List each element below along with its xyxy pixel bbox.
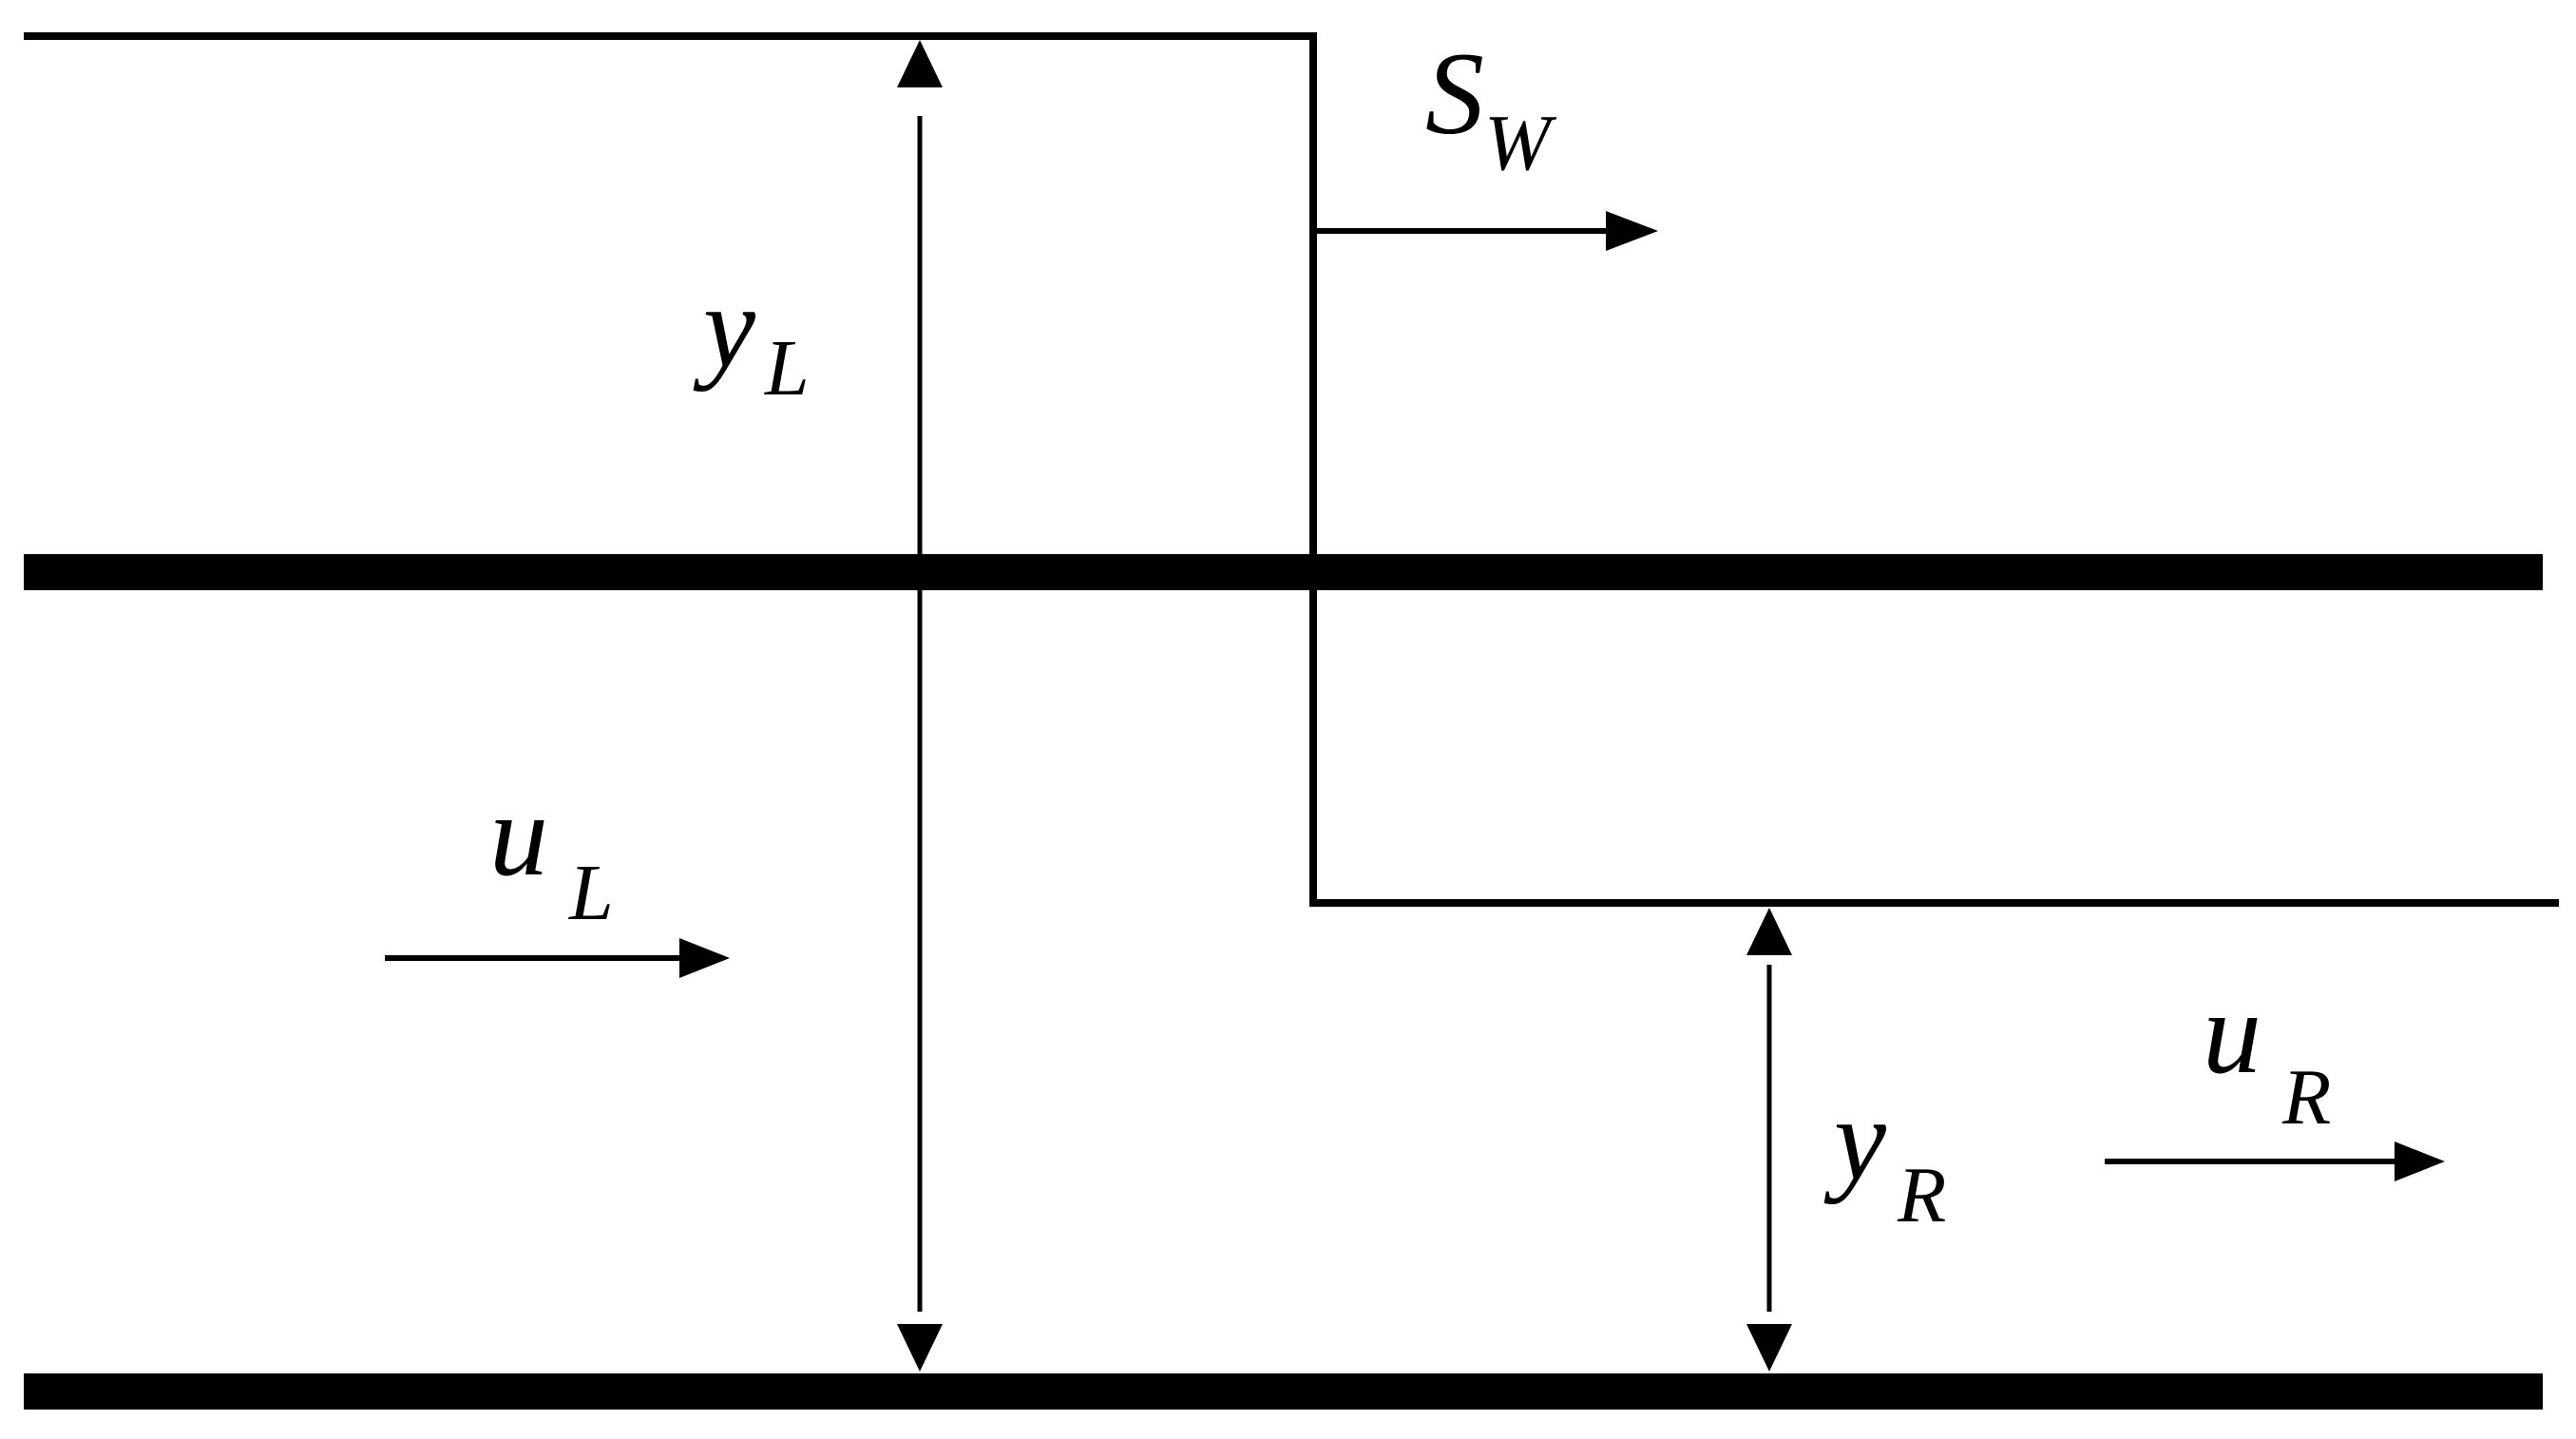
right-velocity-arrow (2105, 1142, 2445, 1181)
left-velocity-arrow (385, 938, 730, 978)
upper-channel-wall (24, 554, 2543, 590)
channel-bed (24, 1373, 2543, 1410)
right-depth-dimension (1746, 908, 1792, 1372)
label-s-wave: SW (1425, 29, 1557, 187)
water-surface-profile (24, 32, 2559, 907)
left-depth-dimension (897, 40, 943, 1372)
wave-speed-arrow (1313, 211, 1658, 251)
